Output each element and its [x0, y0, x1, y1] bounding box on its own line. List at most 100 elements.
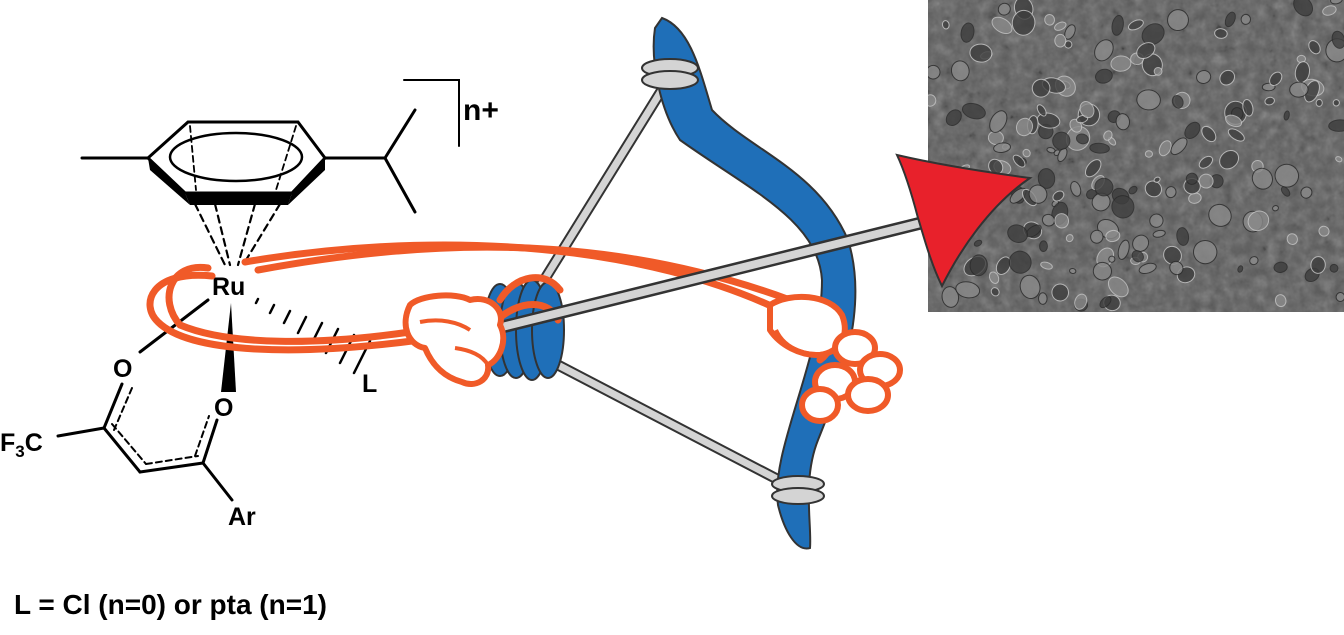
cell — [1019, 274, 1041, 299]
cell — [1286, 233, 1298, 245]
cell — [1152, 229, 1166, 238]
cell — [1094, 39, 1114, 62]
cell — [1289, 81, 1309, 98]
cell — [1251, 167, 1273, 190]
cell — [1011, 9, 1036, 36]
molecule-labels: Ru n+ L O O F3C Ar — [0, 94, 499, 531]
cell — [1070, 181, 1082, 197]
bow-string-rods — [527, 74, 804, 496]
cell — [961, 102, 986, 120]
cell — [969, 254, 988, 277]
cell — [1115, 113, 1131, 131]
cell — [1335, 292, 1344, 302]
cell — [1007, 224, 1028, 243]
cell — [1128, 185, 1138, 195]
cell — [1264, 96, 1275, 106]
cell — [1038, 292, 1048, 305]
cell — [1008, 250, 1032, 274]
cell — [1041, 213, 1056, 227]
bow-nock-bottom — [771, 475, 825, 505]
cell — [988, 271, 1000, 284]
charge-label: n+ — [463, 94, 499, 127]
cell — [1169, 260, 1184, 276]
cell — [1111, 195, 1135, 219]
cell — [1329, 263, 1339, 273]
cell-micrograph — [928, 0, 1344, 312]
cell — [1054, 21, 1067, 31]
cell — [1167, 9, 1189, 32]
cell — [1015, 117, 1034, 137]
cell — [1054, 213, 1070, 229]
cell — [1099, 296, 1112, 309]
cell — [1065, 234, 1074, 243]
cell — [1201, 125, 1217, 143]
cell — [991, 16, 1013, 35]
cell — [1103, 130, 1113, 141]
cell — [1039, 240, 1048, 252]
cell — [1219, 69, 1236, 86]
cell — [1237, 265, 1244, 273]
cell — [1132, 234, 1150, 252]
cell — [941, 20, 950, 30]
ligand-caption: L = Cl (n=0) or pta (n=1) — [14, 589, 327, 620]
cell — [1090, 229, 1104, 244]
hand-icon — [402, 292, 507, 387]
cell — [1308, 40, 1321, 55]
oxygen-lower-label: O — [214, 394, 233, 422]
cell — [1293, 0, 1314, 17]
cell — [1269, 71, 1283, 86]
cell — [1214, 28, 1228, 39]
cell — [1084, 159, 1102, 178]
cell — [1208, 203, 1232, 227]
cell — [1031, 78, 1051, 98]
cell — [1335, 156, 1343, 163]
cell — [1089, 142, 1110, 154]
trifluoromethyl-label: F3C — [0, 429, 43, 461]
cell — [1092, 261, 1112, 281]
cell — [1158, 140, 1172, 157]
cell — [1036, 104, 1047, 117]
cell — [1105, 229, 1121, 243]
cell — [1249, 256, 1259, 266]
cell — [1198, 155, 1214, 169]
cell — [1171, 95, 1184, 109]
cell — [1170, 137, 1188, 156]
cell — [1315, 98, 1323, 107]
cell — [928, 64, 941, 80]
cell — [1028, 184, 1048, 204]
cell — [989, 110, 1008, 133]
cell — [1227, 128, 1245, 142]
cell — [997, 2, 1011, 16]
cell — [1198, 173, 1214, 189]
cell — [1176, 227, 1190, 246]
cell — [1095, 68, 1113, 84]
cell — [1094, 177, 1114, 197]
cell — [1242, 99, 1254, 117]
cell — [1117, 239, 1130, 260]
cell — [1272, 205, 1279, 212]
cell — [1184, 121, 1201, 140]
cell — [1044, 14, 1056, 26]
cell — [1328, 119, 1344, 132]
cell — [1185, 172, 1199, 185]
cell — [1131, 250, 1144, 263]
bow-nock-top — [641, 58, 699, 90]
ligand-label: L — [362, 370, 377, 398]
cell — [1153, 67, 1163, 76]
cell — [1331, 30, 1344, 49]
cell — [950, 60, 970, 82]
cell — [1318, 225, 1330, 237]
cell — [1127, 19, 1144, 31]
arrowhead — [895, 153, 1033, 289]
cell — [969, 43, 993, 63]
charge-bracket — [403, 79, 460, 147]
arene-metal-bonds — [193, 202, 282, 267]
cell — [1280, 186, 1291, 197]
cell — [1052, 190, 1065, 202]
cell — [1300, 186, 1313, 199]
cell — [1224, 11, 1236, 28]
cell — [1144, 150, 1154, 158]
diketonate-backbone — [56, 382, 234, 502]
cell — [1054, 33, 1067, 48]
